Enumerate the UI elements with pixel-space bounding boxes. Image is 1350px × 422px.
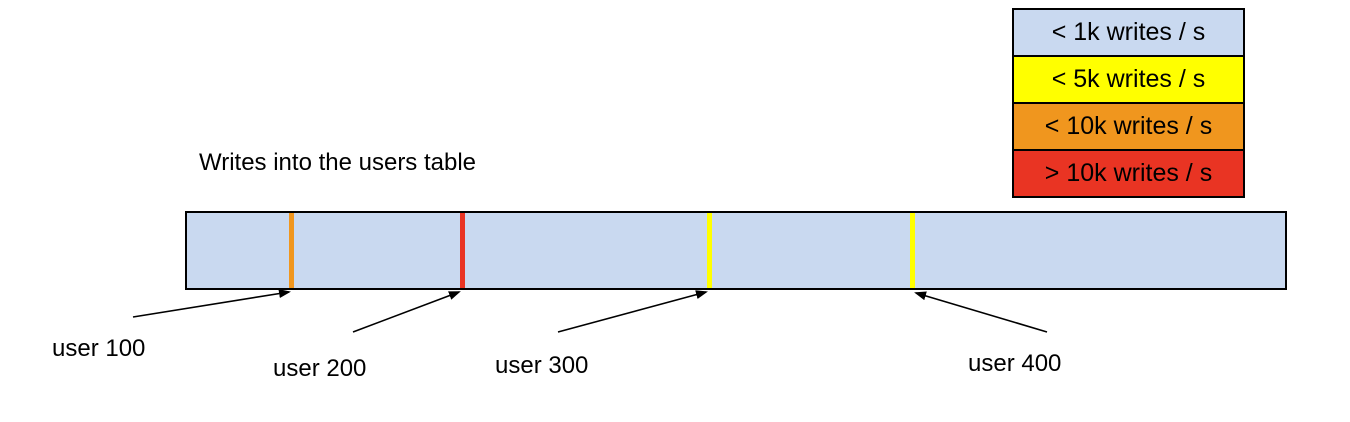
legend-item-gt10k: > 10k writes / s: [1012, 149, 1245, 198]
arrow-user-400: [914, 291, 1048, 333]
legend-item-lt5k: < 5k writes / s: [1012, 55, 1245, 104]
marker-label-user-200: user 200: [273, 355, 367, 382]
legend-item-label: < 5k writes / s: [1051, 65, 1206, 93]
write-hotspot-user-100: [289, 213, 294, 288]
legend-item-lt10k: < 10k writes / s: [1012, 102, 1245, 151]
legend-item-label: < 10k writes / s: [1044, 112, 1213, 140]
write-hotspot-user-300: [707, 213, 712, 288]
legend: < 1k writes / s < 5k writes / s < 10k wr…: [1012, 8, 1245, 198]
arrow-user-100: [132, 289, 291, 318]
diagram-title: Writes into the users table: [199, 149, 477, 176]
legend-item-label: > 10k writes / s: [1044, 159, 1213, 187]
marker-label-user-400: user 400: [968, 350, 1062, 377]
arrow-user-200: [352, 291, 461, 333]
legend-item-label: < 1k writes / s: [1051, 18, 1206, 46]
marker-label-user-100: user 100: [52, 335, 146, 362]
write-hotspot-user-400: [910, 213, 915, 288]
legend-item-lt1k: < 1k writes / s: [1012, 8, 1245, 57]
arrow-user-300: [557, 290, 708, 333]
users-table-bar: [185, 211, 1287, 290]
marker-label-user-300: user 300: [495, 352, 589, 379]
write-hotspot-user-200: [460, 213, 465, 288]
